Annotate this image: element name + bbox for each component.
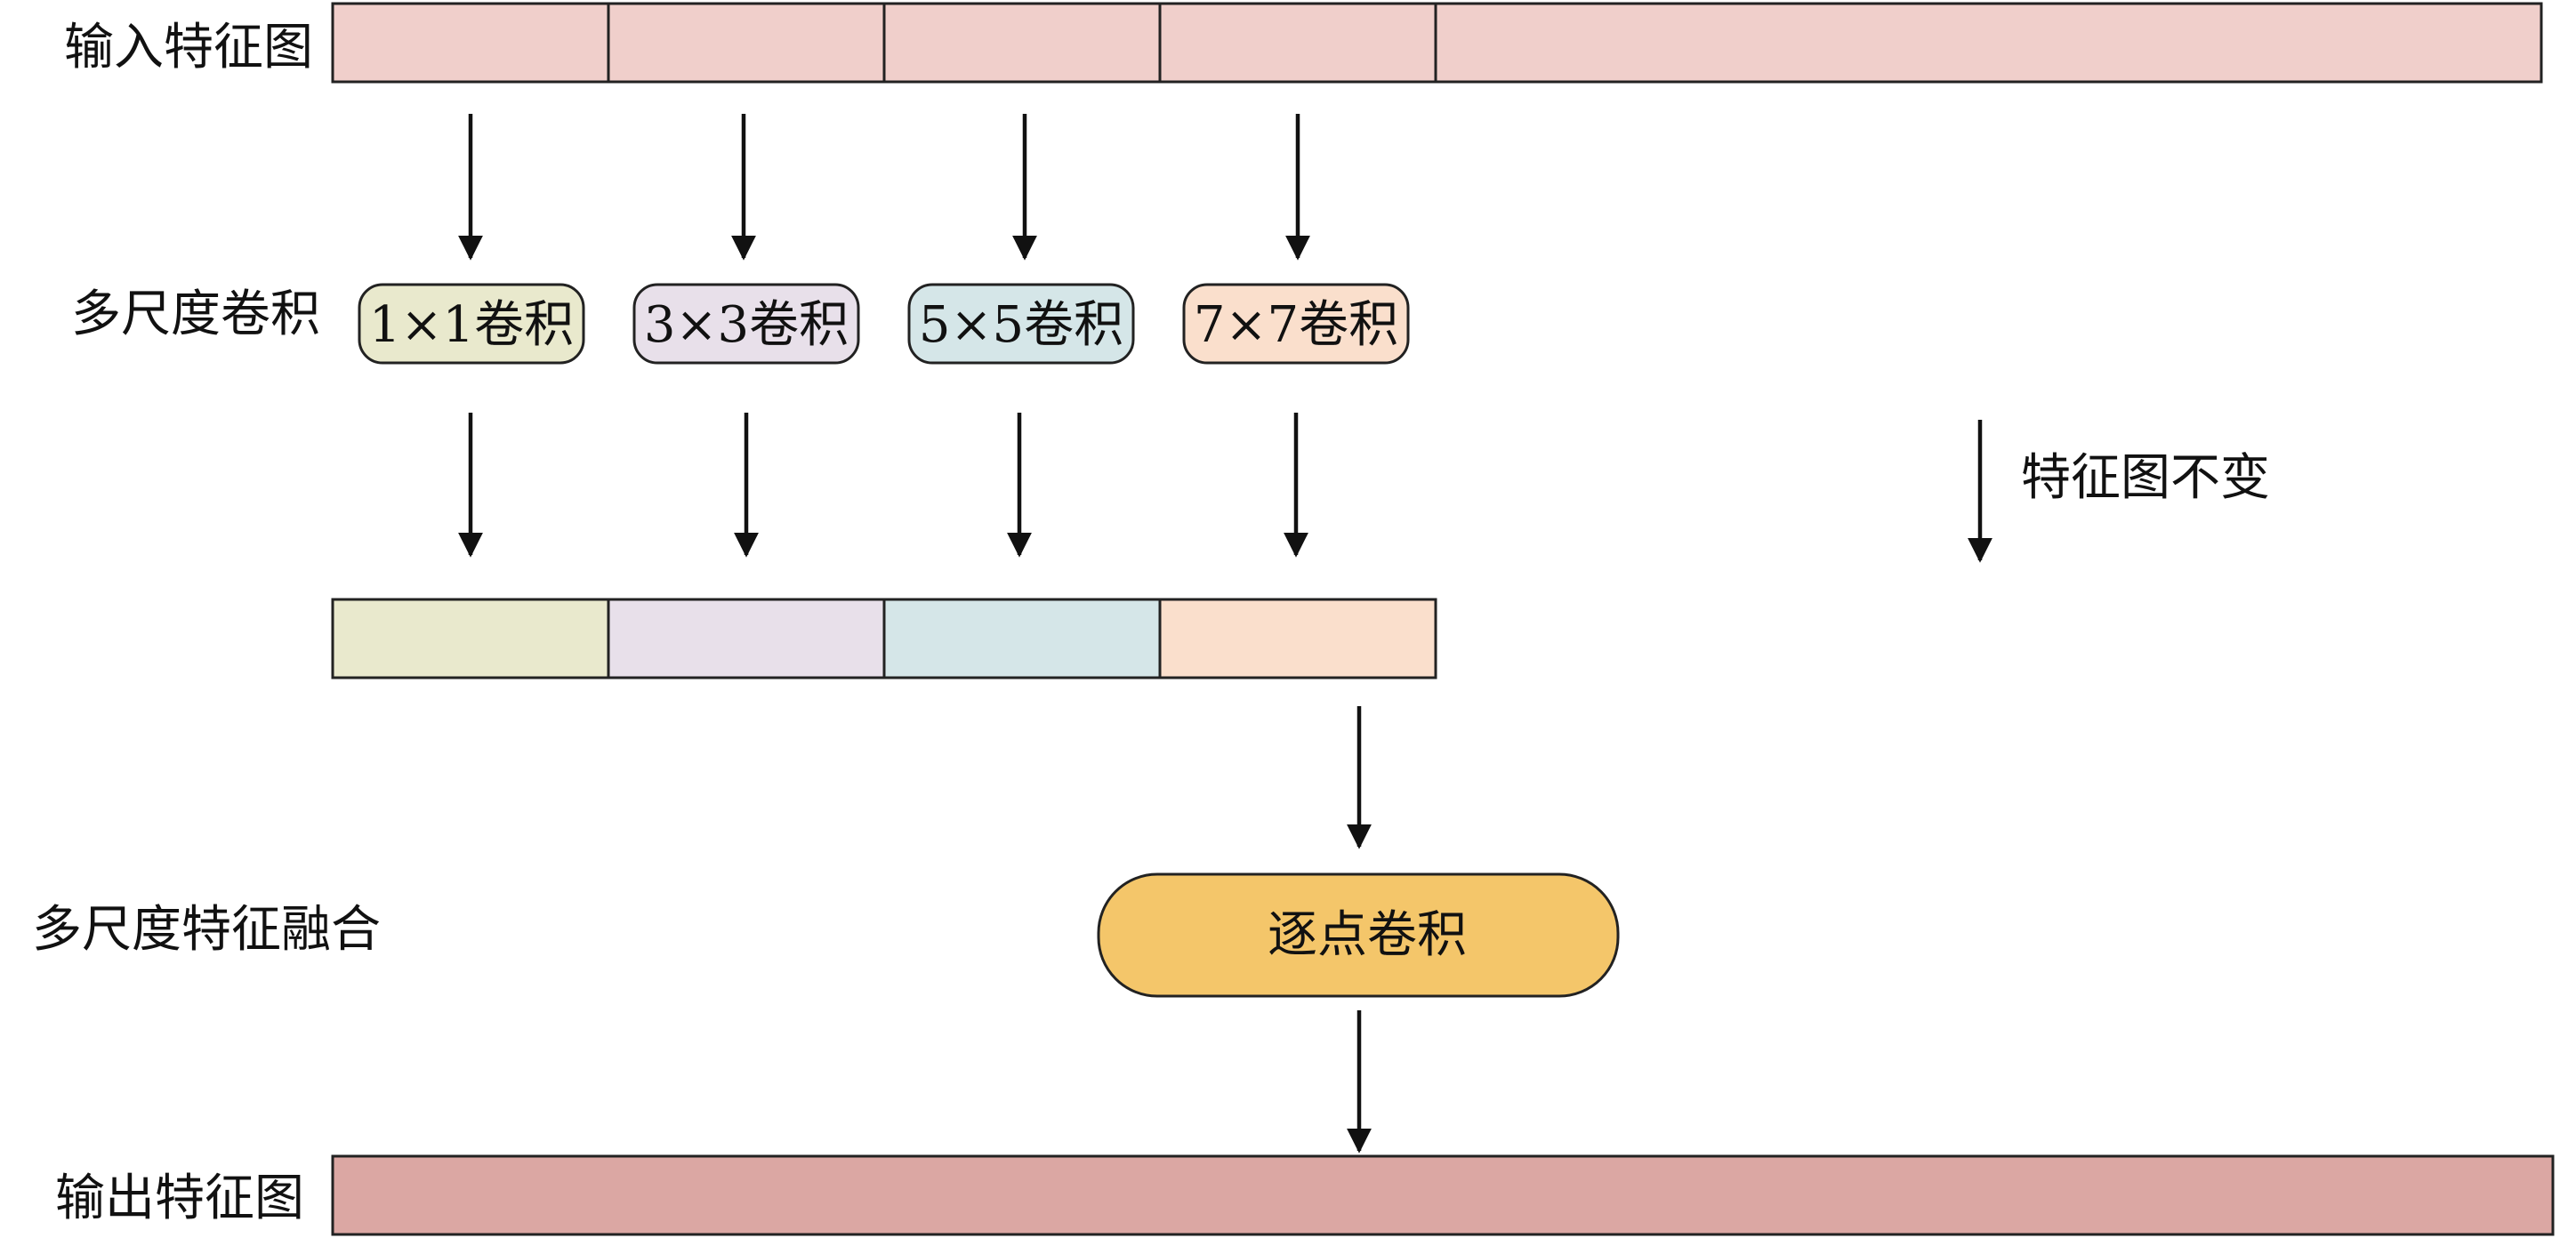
conv-pill-box (632, 283, 860, 365)
conv-pill-box (1182, 283, 1410, 365)
conv-pill-label: 3×3卷积 (644, 296, 849, 354)
conv-pill-7x7: 7×7卷积 (1182, 283, 1410, 365)
conv-pill-label: 1×1卷积 (369, 296, 574, 354)
pointwise-conv: 逐点卷积 (1097, 872, 1620, 998)
input-segment-2 (607, 2, 886, 84)
multi-scale-conv-label: 多尺度卷积 (71, 285, 320, 343)
conv-pill-3x3: 3×3卷积 (632, 283, 860, 365)
input-feature-map-label: 输入特征图 (64, 19, 313, 76)
input-segment-1 (331, 2, 610, 84)
conv-pill-label: 5×5卷积 (919, 296, 1123, 354)
concatenated-feature-maps (331, 598, 1437, 679)
output-feature-map-label: 输出特征图 (55, 1170, 304, 1227)
conv-pill-1x1: 1×1卷积 (358, 283, 585, 365)
output-feature-map (331, 1154, 2555, 1236)
input-segment-3 (882, 2, 1162, 84)
concat-segment-1x1 (331, 598, 610, 679)
pointwise-conv-label: 逐点卷积 (1268, 906, 1467, 964)
feature-map-unchanged-label: 特征图不变 (2021, 449, 2270, 507)
multi-scale-fusion-label: 多尺度特征融合 (32, 901, 381, 959)
conv-pill-5x5: 5×5卷积 (907, 283, 1135, 365)
concat-segment-7x7 (1158, 598, 1437, 679)
input-feature-map (331, 2, 2543, 84)
input-segment-5 (1434, 2, 2543, 84)
input-segment-4 (1158, 2, 1437, 84)
concat-segment-5x5 (882, 598, 1162, 679)
pointwise-conv-box (1097, 872, 1620, 998)
conv-pill-label: 7×7卷积 (1194, 296, 1398, 354)
conv-pill-box (358, 283, 585, 365)
conv-pill-box (907, 283, 1135, 365)
concat-segment-3x3 (607, 598, 886, 679)
